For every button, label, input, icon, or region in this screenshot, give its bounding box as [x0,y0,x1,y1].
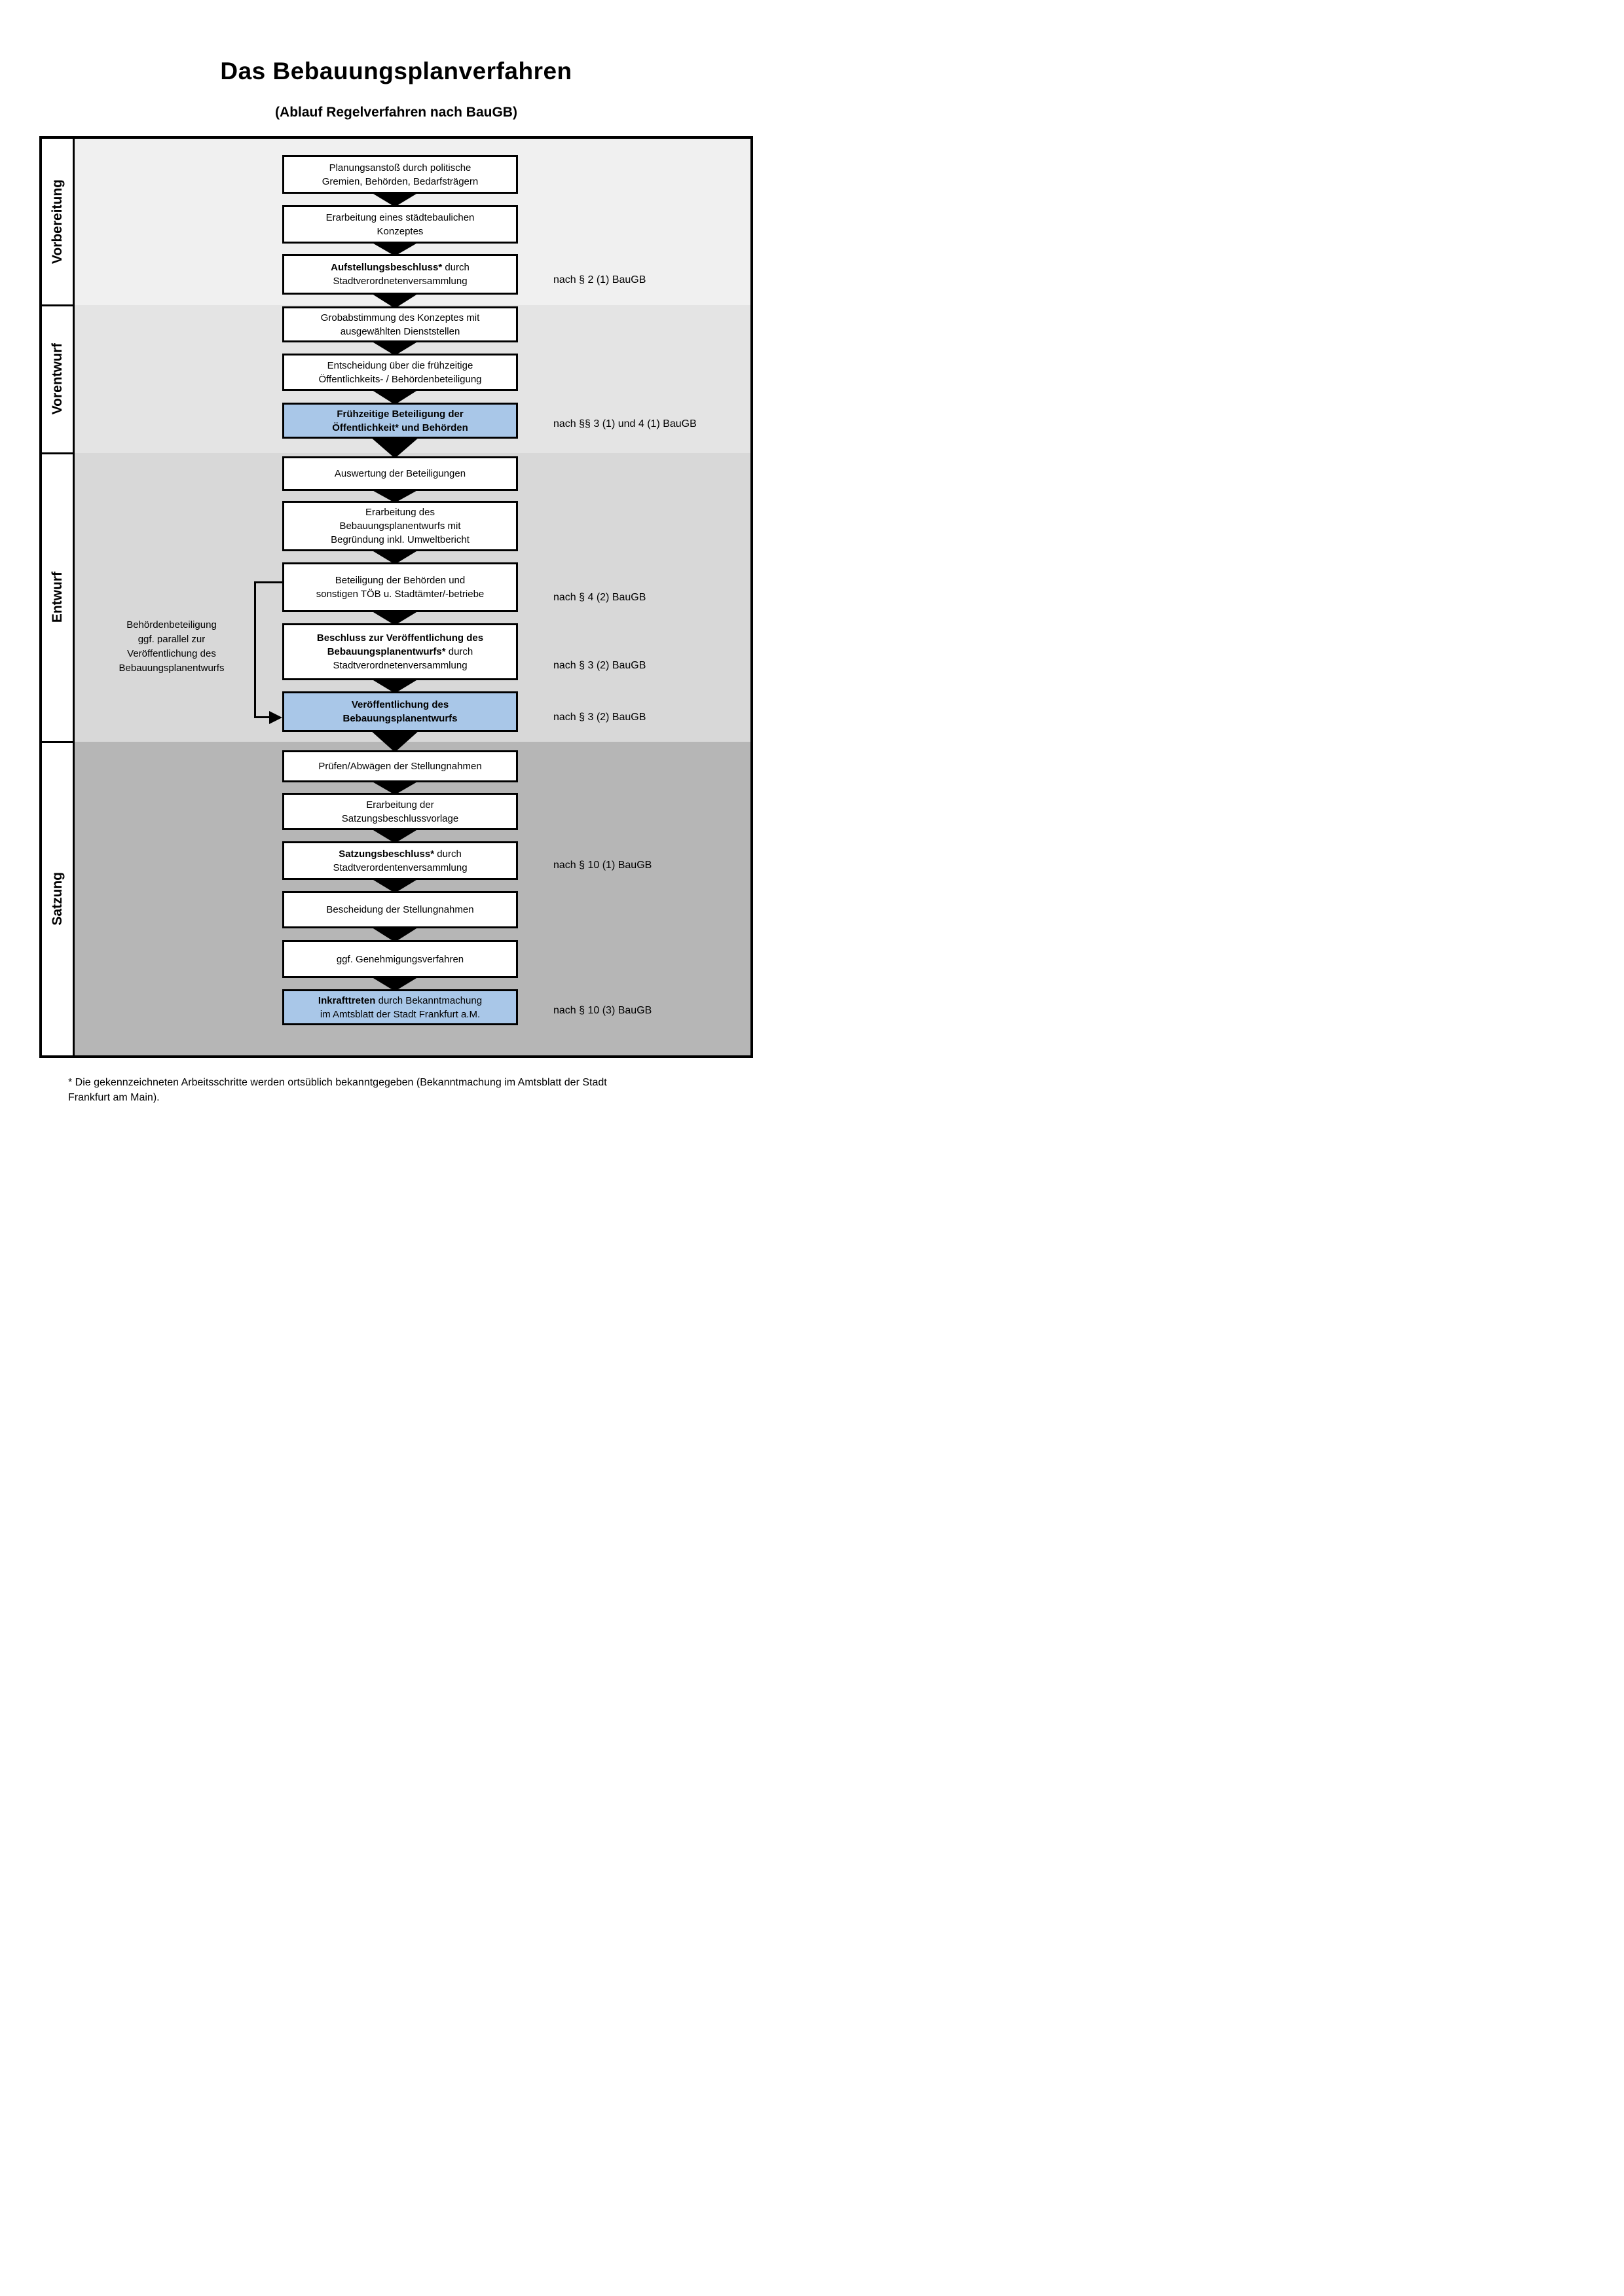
footnote: * Die gekennzeichneten Arbeitsschritte w… [68,1077,607,1104]
phase-label-entwurf: Entwurf [42,453,73,742]
legal-reference: nach § 10 (3) BauGB [553,1005,652,1016]
step-box-16: ggf. Genehmigungsverfahren [282,940,518,978]
step-box-15: Bescheidung der Stellungnahmen [282,891,518,928]
flow-arrow-down-icon [370,340,420,355]
phase-row-divider [39,741,75,743]
step-box-12: Prüfen/Abwägen der Stellungnahmen [282,750,518,782]
page-subtitle: (Ablauf Regelverfahren nach BauGB) [275,105,517,120]
step-box-4: Grobabstimmung des Konzeptes mit ausgewäh… [282,306,518,342]
step-box-line: ausgewählten Dienststellen [340,325,460,337]
page-title: Das Bebauungsplanverfahren [220,58,572,84]
step-box-line: Begründung inkl. Umweltbericht [331,534,470,545]
phase-column-divider [73,139,75,1055]
bebauungsplan-flowchart: Das Bebauungsplanverfahren (Ablauf Regel… [0,0,812,1148]
flow-arrow-down-icon [370,549,420,564]
phase-label-text: Vorbereitung [49,179,65,264]
step-box-7: Auswertung der Beteiligungen [282,456,518,491]
step-box-line: Frühzeitige Beteiligung der [337,408,464,420]
flow-arrow-down-icon [370,489,420,503]
phase-label-text: Vorentwurf [49,343,65,415]
flow-arrow-down-icon [370,389,420,405]
phase-row-divider [39,452,75,454]
flow-arrow-down-icon [370,293,420,308]
step-box-line: Erarbeitung eines städtebaulichen [325,211,475,223]
step-box-line: sonstigen TÖB u. Stadtämter/-betriebe [316,589,485,600]
step-box-line: Konzeptes [377,225,424,237]
flow-arrow-down-icon [370,610,420,625]
step-box-line: Erarbeitung des [365,507,435,518]
step-box-line: Satzungsbeschluss* durch [339,848,462,860]
step-box-line: Veröffentlichung des [351,699,449,710]
step-box-line: im Amtsblatt der Stadt Frankfurt a.M. [320,1008,481,1020]
step-box-line: Öffentlichkeits- / Behördenbeteiligung [318,373,482,385]
step-box-17: Inkrafttreten durch Bekanntmachung im Amt… [282,989,518,1025]
step-box-line: Stadtverordnetenversammlung [333,276,468,287]
step-box-line: Planungsanstoß durch politische [329,162,471,173]
step-box-line: Satzungsbeschlussvorlage [341,812,459,824]
phase-label-vorentwurf: Vorentwurf [42,305,73,453]
flow-arrow-down-icon [370,437,420,458]
step-box-line: Stadtverordnetenversammlung [333,660,468,671]
phase-label-satzung: Satzung [42,742,73,1055]
flow-arrow-down-icon [370,242,420,256]
flow-arrow-down-icon [370,878,420,893]
step-box-line: Öffentlichkeit* und Behörden [332,422,468,433]
step-box-line: Erarbeitung der [366,799,434,811]
step-box-line: Inkrafttreten durch Bekanntmachung [318,994,483,1006]
parallel-note: Behördenbeteiligung ggf. parallel zur Ve… [119,619,225,674]
flow-arrow-down-icon [370,976,420,991]
parallel-connector-arrowhead-icon [269,711,282,724]
step-box-line: Beschluss zur Veröffentlichung des [316,632,484,644]
parallel-connector-bottom-segment [254,716,270,718]
legal-reference: nach §§ 3 (1) und 4 (1) BauGB [553,418,697,429]
phase-label-text: Entwurf [49,572,65,623]
step-box-line: ggf. Genehmigungsverfahren [336,953,464,965]
flow-arrow-down-icon [370,678,420,693]
step-box-line: Gremien, Behörden, Bedarfsträgern [322,175,479,187]
legal-reference: nach § 3 (2) BauGB [553,712,646,723]
parallel-connector-top-segment [254,581,282,583]
legal-reference: nach § 4 (2) BauGB [553,592,646,603]
phase-row-divider [39,304,75,306]
step-box-line: Aufstellungsbeschluss* durch [331,262,470,273]
legal-reference: nach § 2 (1) BauGB [553,274,646,285]
legal-reference: nach § 10 (1) BauGB [553,860,652,871]
flow-arrow-down-icon [370,780,420,795]
step-box-line: Beteiligung der Behörden und [335,575,466,586]
legal-reference: nach § 3 (2) BauGB [553,660,646,671]
phase-label-text: Satzung [49,871,65,926]
flow-arrow-down-icon [370,828,420,843]
parallel-connector-vertical-line [254,581,256,718]
flow-arrow-down-icon [370,730,420,752]
phase-label-vorbereitung: Vorbereitung [42,139,73,305]
flow-arrow-down-icon [370,926,420,942]
step-box-line: Entscheidung über die frühzeitige [327,359,473,371]
step-box-line: Auswertung der Beteiligungen [334,468,466,479]
step-box-line: Grobabstimmung des Konzeptes mit [320,312,480,323]
step-box-line: Bebauungsplanentwurfs mit [339,520,461,532]
step-box-line: Stadtverordentenversammlung [333,862,468,873]
step-box-9: Beteiligung der Behörden und sonstigen TÖ… [282,562,518,612]
step-box-line: Bebauungsplanentwurfs* durch [327,646,473,657]
step-box-line: Bebauungsplanentwurfs [342,713,458,724]
flow-arrow-down-icon [370,192,420,207]
step-box-line: Prüfen/Abwägen der Stellungnahmen [318,761,482,772]
step-box-line: Bescheidung der Stellungnahmen [326,904,474,915]
